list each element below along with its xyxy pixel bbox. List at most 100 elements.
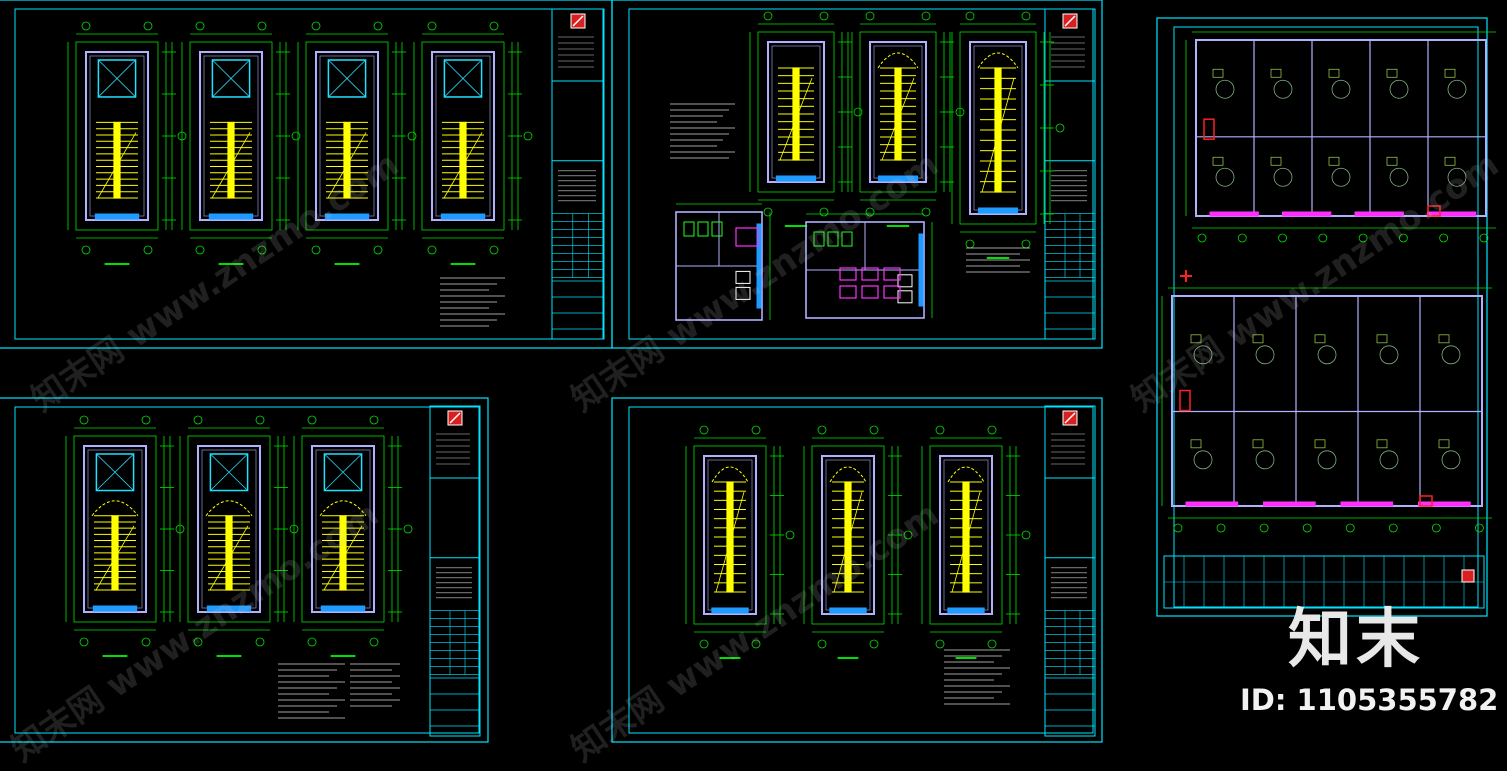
sheet-logo <box>1062 13 1078 29</box>
axis-bubble <box>369 637 379 647</box>
axis-bubble <box>523 131 533 141</box>
axis-bubble <box>141 415 151 425</box>
axis-bubble <box>1278 233 1287 243</box>
wall-outline <box>315 51 379 221</box>
drawing-frame <box>628 406 1094 734</box>
axis-bubble <box>79 415 89 425</box>
axis-bubble <box>751 639 761 649</box>
axis-bubble <box>921 207 931 217</box>
axis-bubble <box>1431 523 1441 533</box>
red-mark <box>1427 205 1441 217</box>
furniture <box>1190 334 1461 470</box>
axis-bubble <box>81 245 91 255</box>
red-mark <box>1179 389 1191 412</box>
elevator-shaft <box>211 59 251 98</box>
unit-floor-plan-sheet-e <box>1156 17 1496 617</box>
axis-bubble <box>255 415 265 425</box>
restroom-stalls <box>839 267 901 299</box>
axis-bubble <box>817 425 827 435</box>
title-block <box>1044 8 1096 340</box>
window-sill <box>1282 211 1332 217</box>
wall-outline <box>869 41 927 183</box>
dimension-lines <box>65 415 185 647</box>
axis-bubble <box>785 530 795 540</box>
axis-bubble <box>79 637 89 647</box>
axis-bubble <box>763 11 773 21</box>
axis-bubble <box>193 415 203 425</box>
window <box>829 607 867 614</box>
stair-toilet-plans-sheet-b <box>611 0 1103 349</box>
elevator-shaft <box>327 59 367 98</box>
axis-bubble <box>699 639 709 649</box>
stair-treads <box>880 67 916 161</box>
wall-outline <box>969 41 1027 215</box>
brand-logo: 知末 <box>1288 603 1424 677</box>
window-sill <box>1418 501 1471 507</box>
wall-outline <box>199 51 263 221</box>
drawing-frame <box>1173 26 1479 608</box>
window <box>208 213 254 220</box>
wall-outline <box>703 455 757 615</box>
outer-wall <box>1171 295 1483 507</box>
wall-outline <box>83 445 147 613</box>
title-block <box>429 405 481 737</box>
axis-bubble <box>1345 523 1355 533</box>
stair-treads <box>210 121 252 199</box>
landing-arc <box>829 466 867 483</box>
window-sill <box>1354 211 1404 217</box>
axis-bubble <box>373 245 383 255</box>
axis-bubble <box>193 637 203 647</box>
axis-bubble <box>369 415 379 425</box>
axis-bubble <box>195 245 205 255</box>
axis-bubble <box>407 131 417 141</box>
axis-bubble <box>427 21 437 31</box>
axis-bubble <box>307 415 317 425</box>
axis-bubble <box>1388 523 1398 533</box>
axis-bubble <box>143 21 153 31</box>
stair-plans-sheet-a <box>0 0 613 349</box>
landing-arc <box>947 466 985 483</box>
dimension-lines <box>921 425 1031 649</box>
axis-bubble <box>257 21 267 31</box>
stair-treads <box>442 121 484 199</box>
stair-treads <box>980 67 1016 193</box>
axis-bubble <box>291 131 301 141</box>
axis-bubble <box>1021 239 1031 249</box>
window <box>324 213 370 220</box>
wall-outline <box>311 445 375 613</box>
floor-plan <box>1161 287 1492 533</box>
wall-outline <box>767 41 825 183</box>
drawing-frame <box>14 406 480 734</box>
axis-bubble <box>489 245 499 255</box>
cad-drawing-canvas[interactable] <box>0 0 1496 743</box>
axis-bubble <box>819 207 829 217</box>
window-sill <box>1185 501 1239 507</box>
sheet-border <box>0 397 489 743</box>
title-block <box>551 8 605 340</box>
window <box>877 175 919 182</box>
axis-bubble <box>965 239 975 249</box>
stair-treads <box>322 515 364 591</box>
axis-bubble <box>935 639 945 649</box>
axis-bubble <box>1216 523 1226 533</box>
dimension-lines <box>1185 31 1496 243</box>
window <box>977 207 1019 214</box>
stair-treads <box>326 121 368 199</box>
sheet-logo <box>447 410 463 426</box>
axis-bubble <box>853 107 863 117</box>
axis-bubble <box>1398 233 1408 243</box>
axis-bubble <box>1358 233 1368 243</box>
furniture <box>1212 68 1467 187</box>
sheet-logo <box>570 13 586 29</box>
axis-bubble <box>1021 11 1031 21</box>
landing-arc <box>319 500 367 517</box>
elevator-shaft <box>95 453 135 492</box>
stair-treads <box>96 121 138 199</box>
axis-bubble <box>427 245 437 255</box>
dimension-lines <box>67 21 187 255</box>
axis-bubble <box>311 21 321 31</box>
axis-bubble <box>373 21 383 31</box>
axis-bubble <box>921 11 931 21</box>
axis-bubble <box>965 11 975 21</box>
axis-bubble <box>865 207 875 217</box>
